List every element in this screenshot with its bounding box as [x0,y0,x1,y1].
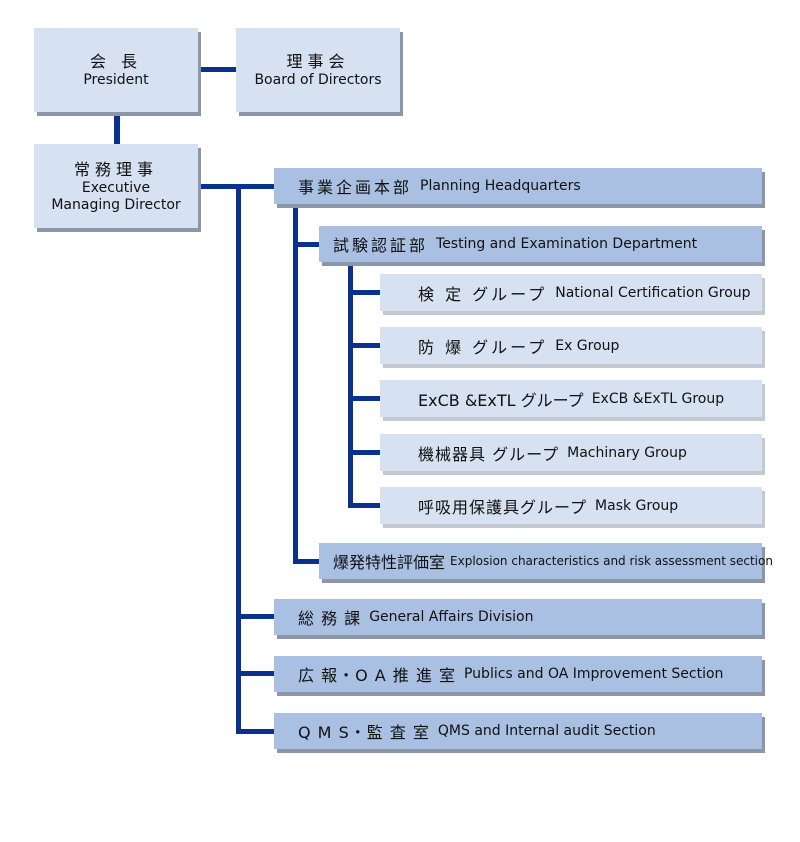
group-en: ExCB &ExTL Group [591,390,725,407]
board-jp: 理事会 [286,52,350,71]
board-box: 理事会 Board of Directors [236,28,400,112]
branch-publics [236,671,274,676]
testing-jp: 試験認証部 [333,236,429,255]
general-affairs-box: 総 務 課 General Affairs Division [274,599,762,635]
branch-group-1 [348,290,380,295]
section-en: Publics and OA Improvement Section [463,666,724,682]
trunk-main [236,184,241,734]
planning-jp: 事業企画本部 [298,178,413,197]
group-en: National Certification Group [555,284,751,301]
group-en: Mask Group [595,497,679,514]
executive-managing-director-box: 常務理事 Executive Managing Director [34,144,198,228]
group-jp: 検 定 グループ [418,284,548,304]
testing-department-box: 試験認証部 Testing and Examination Department [319,226,762,262]
group-box-national-certification: 検 定 グループ National Certification Group [380,274,762,311]
explosion-jp: 爆発特性評価室 [333,553,446,572]
branch-explosion [293,559,319,564]
planning-en: Planning Headquarters [420,178,581,194]
branch-general-affairs [236,614,274,619]
group-jp: 防 爆 グループ [418,337,548,357]
group-en: Ex Group [555,337,620,354]
branch-group-2 [348,343,380,348]
president-jp: 会 長 [89,52,143,71]
section-en: QMS and Internal audit Section [437,723,656,739]
president-box: 会 長 President [34,28,198,112]
board-en: Board of Directors [254,72,382,88]
publics-oa-box: 広 報・O A 推 進 室 Publics and OA Improvement… [274,656,762,692]
section-en: General Affairs Division [369,609,534,625]
group-box-mask: 呼吸用保護具グループ Mask Group [380,487,762,524]
group-box-machinary: 機械器具 グループ Machinary Group [380,434,762,471]
trunk-planning [293,206,298,564]
section-jp: 広 報・O A 推 進 室 [298,666,456,685]
explosion-en: Explosion characteristics and risk asses… [450,554,773,568]
group-jp: ExCB &ExTL グループ [418,390,584,410]
branch-qms [236,729,274,734]
branch-testing [293,242,319,247]
explosion-section-box: 爆発特性評価室 Explosion characteristics and ri… [319,543,773,579]
president-en: President [83,72,149,88]
branch-group-3 [348,396,380,401]
section-jp: Q M S・監 査 室 [298,723,430,742]
qms-audit-box: Q M S・監 査 室 QMS and Internal audit Secti… [274,713,762,749]
branch-group-5 [348,503,380,508]
emd-en: Executive Managing Director [51,179,181,213]
group-en: Machinary Group [567,444,687,461]
connector-president-emd [114,116,120,144]
section-jp: 総 務 課 [298,609,362,628]
group-jp: 機械器具 グループ [418,444,560,464]
group-jp: 呼吸用保護具グループ [418,497,588,517]
group-box-ex: 防 爆 グループ Ex Group [380,327,762,364]
branch-group-4 [348,450,380,455]
trunk-testing [348,263,353,508]
group-box-excb-extl: ExCB &ExTL グループ ExCB &ExTL Group [380,380,762,417]
connector-president-board [198,67,236,72]
emd-jp: 常務理事 [73,159,158,179]
testing-en: Testing and Examination Department [436,236,698,252]
planning-headquarters-box: 事業企画本部 Planning Headquarters [274,168,762,204]
